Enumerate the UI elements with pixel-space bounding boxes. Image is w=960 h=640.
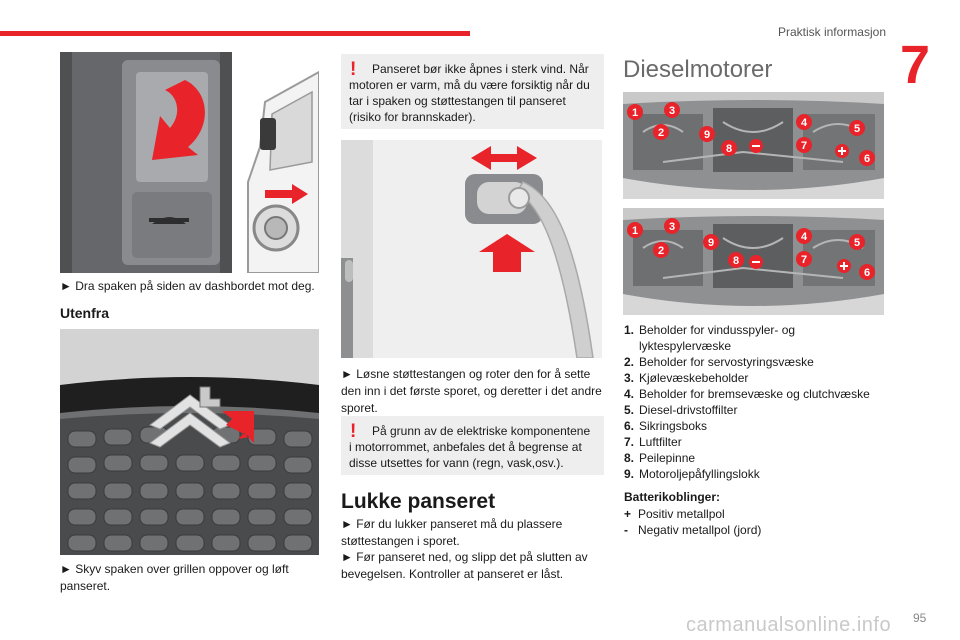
list-item: -Negativ metallpol (jord) [624, 523, 762, 537]
callout-5: 5 [854, 123, 860, 135]
callout-9: 9 [708, 237, 714, 249]
interior-lever-illustration [60, 52, 319, 273]
list-item: 5.Diesel-drivstoffilter [624, 403, 738, 417]
callout-3: 3 [669, 105, 675, 117]
list-item: 6.Sikringsboks [624, 419, 708, 433]
warning-electrical-water: ! På grunn av de elektriske komponentene… [341, 416, 604, 475]
list-item: 8.Peilepinne [624, 451, 696, 465]
callout-9: 9 [704, 129, 710, 141]
list-item: 9.Motoroljepåfyllingslokk [624, 467, 760, 481]
callout-6: 6 [864, 267, 870, 279]
heading-lukke-panseret: Lukke panseret [341, 490, 496, 513]
minus-terminal-icon [752, 145, 760, 147]
warning-exclamation-icon: ! [350, 421, 357, 442]
caption-release-rod: ► Løsne støttestangen og roter den for å… [341, 367, 602, 415]
callout-8: 8 [726, 143, 732, 155]
warning-exclamation-icon: ! [350, 59, 357, 80]
list-item: 2.Beholder for servostyringsvæske [624, 355, 814, 369]
component-list: 1.Beholder for vindusspyler- og lyktespy… [624, 322, 884, 482]
callout-8: 8 [733, 255, 739, 267]
engine-diagram-2: 1 3 2 9 8 4 5 7 6 [623, 208, 884, 315]
page-number: 95 [913, 611, 927, 625]
warning-text: På grunn av de elektriske komponentene i… [349, 424, 591, 470]
engine-diagram-1: 1 3 2 9 8 4 5 7 6 [623, 92, 884, 199]
close-hood-step2: ► Før panseret ned, og slipp det på slut… [341, 550, 588, 581]
plus-terminal-icon [838, 147, 846, 155]
caption-push-lever: ► Skyv spaken over grillen oppover og lø… [60, 562, 289, 593]
caption-pull-lever: ► Dra spaken på siden av dashbordet mot … [60, 279, 315, 293]
watermark: carmanualsonline.info [686, 614, 892, 636]
support-rod-illustration [341, 140, 602, 358]
callout-5: 5 [854, 237, 860, 249]
callout-7: 7 [801, 140, 807, 152]
warning-text: Panseret bør ikke åpnes i sterk vind. Nå… [349, 62, 590, 124]
list-item: 7.Luftfilter [624, 435, 682, 449]
battery-connections-heading: Batterikoblinger: [624, 490, 721, 504]
chapter-number: 7 [900, 35, 931, 95]
callout-1: 1 [632, 225, 638, 237]
heading-utenfra: Utenfra [60, 305, 110, 321]
heading-dieselmotorer: Dieselmotorer [623, 56, 773, 83]
list-item: 1.Beholder for vindusspyler- og lyktespy… [624, 323, 796, 353]
callout-7: 7 [801, 254, 807, 266]
warning-wind-hot-engine: ! Panseret bør ikke åpnes i sterk vind. … [341, 54, 604, 129]
callout-1: 1 [632, 107, 638, 119]
header-red-bar [0, 31, 470, 36]
plus-terminal-icon [840, 262, 848, 270]
callout-4: 4 [801, 231, 808, 243]
close-hood-step1: ► Før du lukker panseret må du plassere … [341, 517, 563, 548]
callout-4: 4 [801, 117, 808, 129]
minus-terminal-icon [752, 261, 760, 263]
grille-lever-illustration [60, 329, 319, 555]
list-item: +Positiv metallpol [624, 507, 725, 521]
list-item: 4.Beholder for bremsevæske og clutchvæsk… [624, 387, 870, 401]
callout-6: 6 [864, 153, 870, 165]
callout-2: 2 [658, 245, 664, 257]
callout-3: 3 [669, 221, 675, 233]
section-title: Praktisk informasjon [777, 25, 886, 39]
callout-2: 2 [658, 127, 664, 139]
list-item: 3.Kjølevæskebeholder [624, 371, 749, 385]
battery-connections-list: +Positiv metallpol -Negativ metallpol (j… [624, 506, 761, 538]
